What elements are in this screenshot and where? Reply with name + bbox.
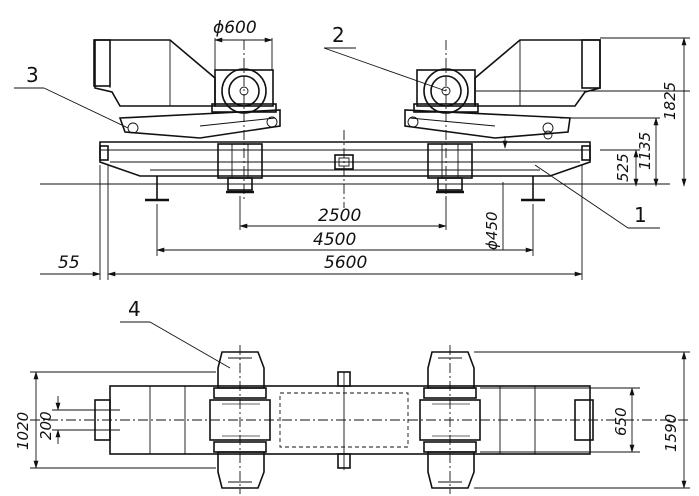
roller-diameter-label: ϕ600	[213, 18, 257, 38]
right-support-unit	[419, 345, 481, 494]
elevation-view: ϕ600	[14, 18, 690, 280]
callout-4: 4	[128, 297, 141, 321]
height-total-label: 1825	[661, 82, 679, 120]
callout-2: 2	[332, 23, 345, 47]
width-inner-label: 200	[37, 411, 55, 440]
callout-1: 1	[634, 203, 647, 227]
height-low-label: 525	[614, 153, 632, 182]
plan-view: 4 1020 200 650 1590	[14, 297, 690, 494]
right-drive-housing	[474, 39, 601, 107]
support-jacks	[145, 176, 545, 202]
width-total-label: 1590	[662, 414, 680, 452]
overall-length-label: 5600	[324, 253, 367, 273]
width-650-label: 650	[612, 407, 630, 436]
rocker-arms	[118, 109, 571, 139]
wheel-diameter-label: ϕ450	[483, 211, 501, 250]
left-drive-housing	[93, 39, 216, 107]
width-outer-label: 1020	[14, 412, 32, 450]
left-support-unit	[209, 345, 271, 494]
height-mid-label: 1135	[636, 132, 654, 170]
left-roller	[211, 40, 277, 200]
right-roller	[413, 40, 479, 200]
support-spacing-label: 4500	[313, 230, 356, 250]
callout-3: 3	[26, 63, 39, 87]
base-frame	[99, 141, 591, 179]
offset-label: 55	[58, 253, 80, 273]
roller-spacing-label: 2500	[318, 206, 361, 226]
